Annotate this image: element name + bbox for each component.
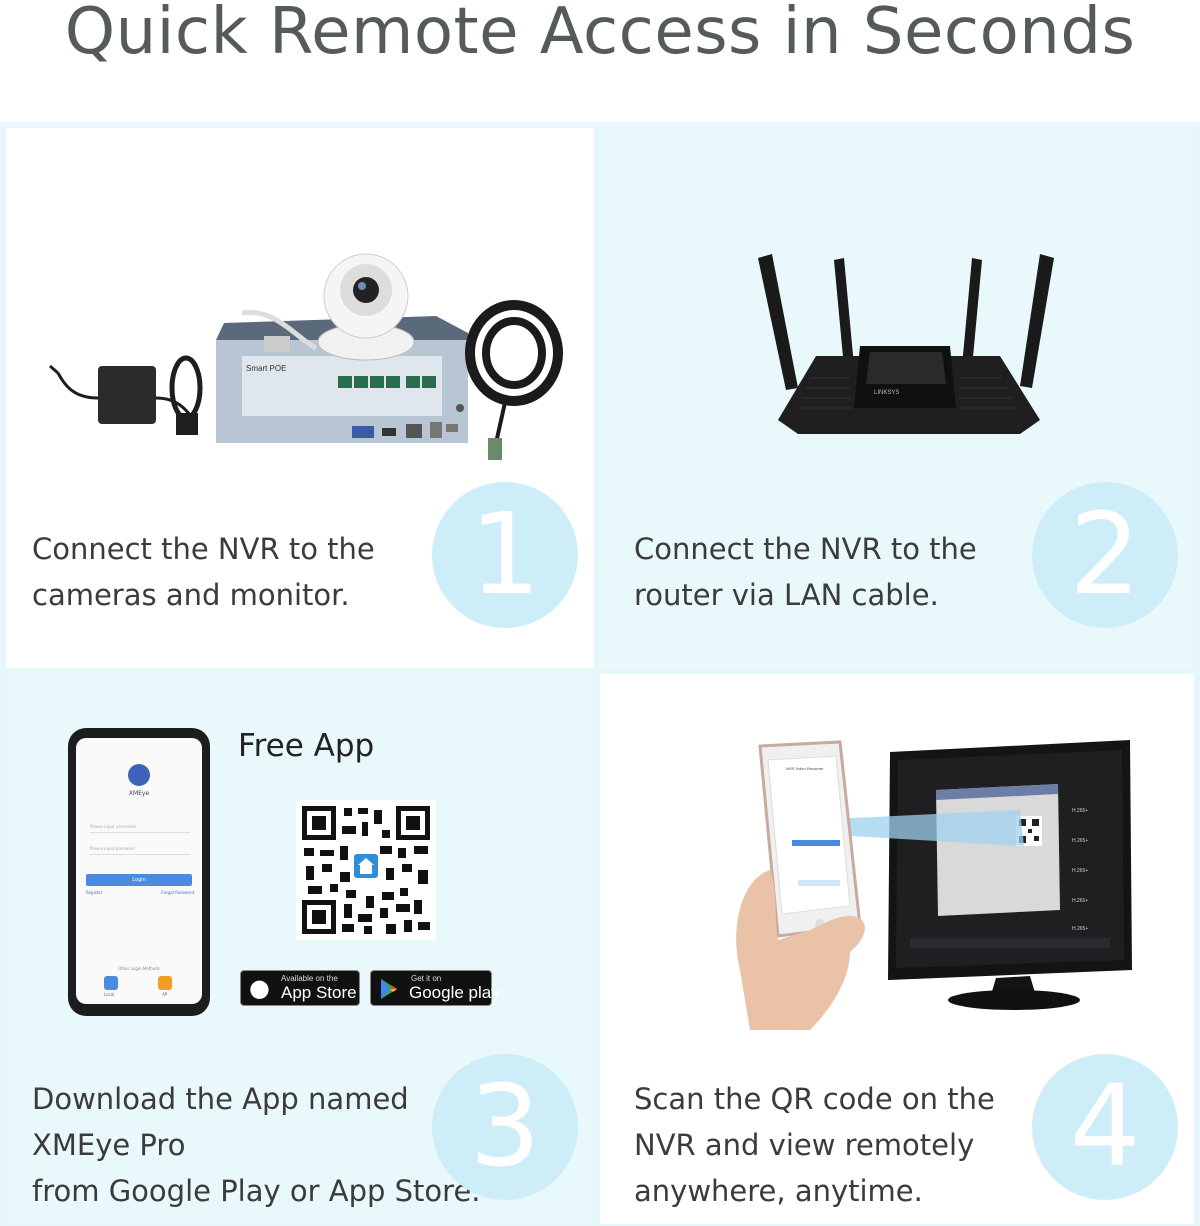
scan-beam xyxy=(810,810,1024,846)
monitor-label: H.265+ xyxy=(1072,808,1088,814)
caption-line: Connect the NVR to the xyxy=(32,532,375,566)
power-adapter-icon xyxy=(98,366,156,424)
phone-screen: XMEye Please input username Please input… xyxy=(76,738,202,1004)
apple-icon: ● xyxy=(249,974,270,1002)
step-3-number: 3 xyxy=(432,1054,578,1200)
step-3-caption: Download the App named XMEye Pro from Go… xyxy=(32,1076,481,1214)
step-4-panel: H.265+ H.265+ H.265+ H.265+ H.265+ NVR V… xyxy=(600,674,1194,1224)
caption-line: cameras and monitor. xyxy=(32,578,350,612)
step-1-caption: Connect the NVR to the cameras and monit… xyxy=(32,526,375,618)
monitor-label: H.265+ xyxy=(1072,838,1088,844)
step-2-number: 2 xyxy=(1032,482,1178,628)
username-field[interactable]: Please input username xyxy=(90,824,190,833)
caption-line: from Google Play or App Store. xyxy=(32,1174,481,1208)
router-brand-text: LINKSYS xyxy=(874,390,899,396)
google-play-small-text: Get it on xyxy=(411,974,442,983)
phone-mockup: XMEye Please input username Please input… xyxy=(68,728,210,1016)
caption-line: anywhere, anytime. xyxy=(634,1174,923,1208)
local-label: Local xyxy=(104,992,115,997)
ap-label: AP xyxy=(162,992,168,997)
step-1-number: 1 xyxy=(432,482,578,628)
caption-line: NVR and view remotely xyxy=(634,1128,975,1162)
phone-screen-title: NVR Video Recorder xyxy=(786,766,824,771)
app-store-small-text: Available on the xyxy=(281,974,338,983)
caption-line: Connect the NVR to the xyxy=(634,532,977,566)
free-app-label: Free App xyxy=(238,728,375,764)
monitor-label: H.265+ xyxy=(1072,868,1088,874)
step-4-number: 4 xyxy=(1032,1054,1178,1200)
scan-qr-illustration: H.265+ H.265+ H.265+ H.265+ H.265+ NVR V… xyxy=(736,740,1132,1030)
caption-line: Download the App named xyxy=(32,1082,409,1116)
page-title: Quick Remote Access in Seconds xyxy=(64,0,1136,69)
caption-line: Scan the QR code on the xyxy=(634,1082,995,1116)
google-play-icon xyxy=(381,979,397,999)
monitor-label: H.265+ xyxy=(1072,926,1088,932)
login-button[interactable]: Login xyxy=(86,874,192,886)
app-qr-code[interactable] xyxy=(296,800,436,940)
caption-line: XMEye Pro xyxy=(32,1128,186,1162)
step-4-caption: Scan the QR code on the NVR and view rem… xyxy=(634,1076,995,1214)
caption-line: router via LAN cable. xyxy=(634,578,939,612)
router-illustration: LINKSYS xyxy=(758,254,1054,434)
password-field[interactable]: Please input password xyxy=(90,846,190,855)
forgot-password-link[interactable]: Forgot Password xyxy=(161,890,194,895)
nvr-kit-illustration: Smart POE xyxy=(49,253,563,460)
other-login-methods: Other Login Methods xyxy=(118,966,160,971)
nvr-brand-text: Smart POE xyxy=(246,364,286,373)
step-1-panel: Smart POE xyxy=(6,128,594,668)
step-3-panel: XMEye Please input username Please input… xyxy=(6,674,594,1224)
app-store-big-text: App Store xyxy=(281,983,357,1002)
app-store-badge[interactable]: ● Available on the App Store xyxy=(240,970,360,1006)
register-link[interactable]: Register xyxy=(86,890,103,895)
step-2-caption: Connect the NVR to the router via LAN ca… xyxy=(634,526,977,618)
antenna-icon xyxy=(758,254,798,390)
google-play-badge[interactable]: Get it on Google play xyxy=(370,970,500,1006)
hand-icon xyxy=(736,870,865,1030)
app-logo-icon xyxy=(128,764,150,786)
local-login-icon[interactable] xyxy=(104,976,118,990)
steps-grid: Smart POE xyxy=(0,122,1200,1226)
step-2-panel: LINKSYS Connect the NVR to the router vi… xyxy=(600,128,1194,668)
google-play-big-text: Google play xyxy=(409,983,500,1002)
monitor-label: H.265+ xyxy=(1072,898,1088,904)
ap-login-icon[interactable] xyxy=(158,976,172,990)
app-name: XMEye xyxy=(128,790,150,797)
cable-coil-icon xyxy=(465,300,563,406)
